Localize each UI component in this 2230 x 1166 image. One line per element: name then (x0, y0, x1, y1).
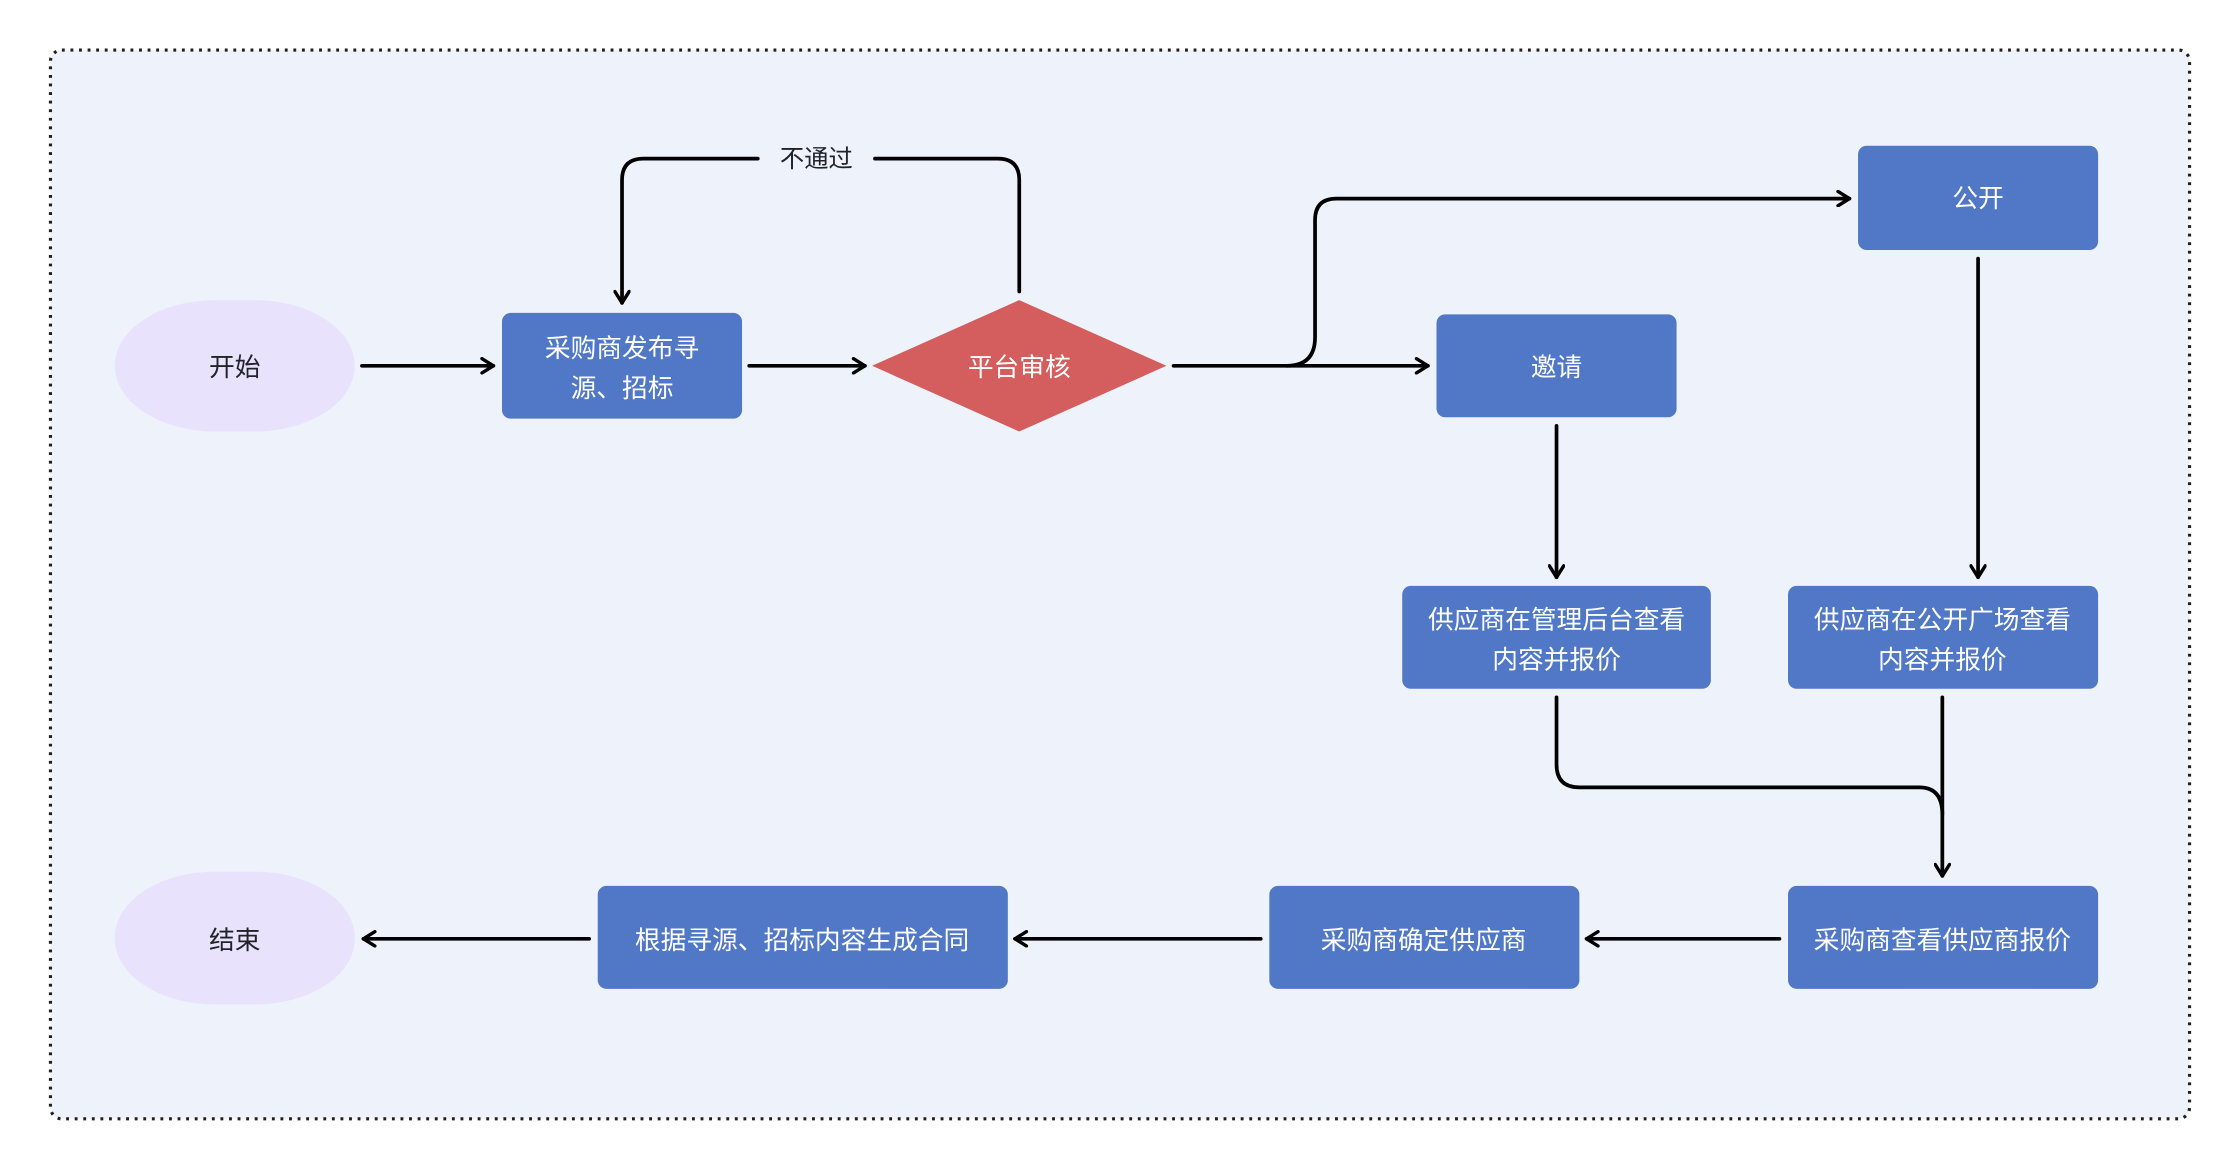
terminal-shape (114, 300, 355, 432)
node-supplier-admin-label-line2: 内容并报价 (1492, 646, 1621, 676)
node-buyer-confirm[interactable]: 采购商确定供应商 (1269, 885, 1580, 989)
node-supplier-public[interactable]: 供应商在公开广场查看 内容并报价 (1788, 585, 2099, 689)
node-supplier-admin[interactable]: 供应商在管理后台查看 内容并报价 (1402, 585, 1711, 689)
process-shape (1788, 585, 2099, 689)
edge-review-reject-right (873, 156, 1022, 294)
node-publish-label-line1: 采购商发布寻 (545, 334, 699, 364)
process-shape (1402, 585, 1711, 689)
node-buyer-confirm-label: 采购商确定供应商 (1321, 926, 1527, 956)
edge-review-reject-left (622, 156, 760, 305)
node-start[interactable]: 开始 (114, 300, 355, 432)
node-public-label: 公开 (1952, 184, 2003, 214)
node-invite[interactable]: 邀请 (1436, 314, 1677, 418)
process-shape (1436, 314, 1677, 418)
node-start-label: 开始 (209, 353, 260, 383)
node-publish[interactable]: 采购商发布寻 源、招标 (501, 312, 743, 419)
node-supplier-public-label-line1: 供应商在公开广场查看 (1814, 606, 2071, 636)
edge-review-to-public (1284, 199, 1852, 368)
node-buyer-view-label: 采购商查看供应商报价 (1814, 926, 2071, 956)
node-review-label: 平台审核 (968, 353, 1071, 383)
node-supplier-admin-label-line1: 供应商在管理后台查看 (1428, 606, 1685, 636)
process-shape (1269, 885, 1580, 989)
node-publish-label-line2: 源、招标 (571, 374, 674, 404)
edges: 不通过 (360, 144, 1978, 939)
node-supplier-public-label-line2: 内容并报价 (1878, 646, 2007, 676)
node-buyer-view[interactable]: 采购商查看供应商报价 (1788, 885, 2099, 989)
node-end-label: 结束 (209, 926, 260, 956)
process-shape (501, 312, 743, 419)
node-public[interactable]: 公开 (1858, 145, 2099, 251)
terminal-shape (114, 871, 355, 1005)
process-shape (1858, 145, 2099, 251)
process-shape (597, 885, 1008, 989)
node-end[interactable]: 结束 (114, 871, 355, 1005)
node-contract[interactable]: 根据寻源、招标内容生成合同 (597, 885, 1008, 989)
node-review[interactable]: 平台审核 (872, 300, 1167, 432)
node-invite-label: 邀请 (1531, 353, 1582, 383)
edge-label-reject: 不通过 (780, 144, 853, 173)
decision-shape (872, 300, 1167, 432)
node-contract-label: 根据寻源、招标内容生成合同 (635, 926, 969, 956)
process-shape (1788, 885, 2099, 989)
edge-supplier-admin-to-buyer-view (1554, 695, 1945, 817)
